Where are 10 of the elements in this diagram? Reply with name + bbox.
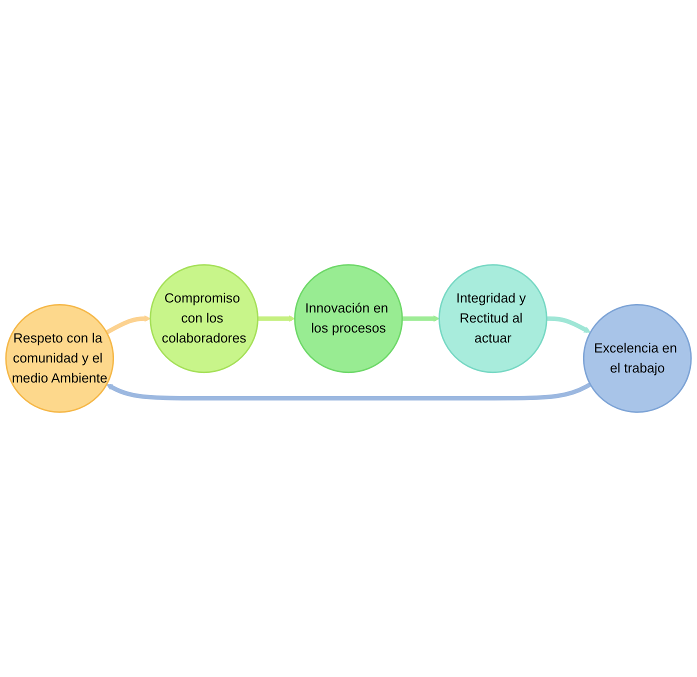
arrow (402, 315, 440, 322)
arrow (106, 315, 151, 334)
arrow (546, 316, 591, 333)
arrow (106, 382, 592, 400)
arrow (258, 315, 296, 322)
node-circle: Respeto con la comunidad y el medio Ambiente (5, 304, 114, 413)
node-circle: Excelencia en el trabajo (582, 304, 692, 413)
node-circle: Innovación en los procesos (294, 264, 403, 374)
node-circle: Integridad y Rectitud al actuar (438, 264, 548, 374)
node-circle: Compromiso con los colaboradores (150, 264, 258, 374)
